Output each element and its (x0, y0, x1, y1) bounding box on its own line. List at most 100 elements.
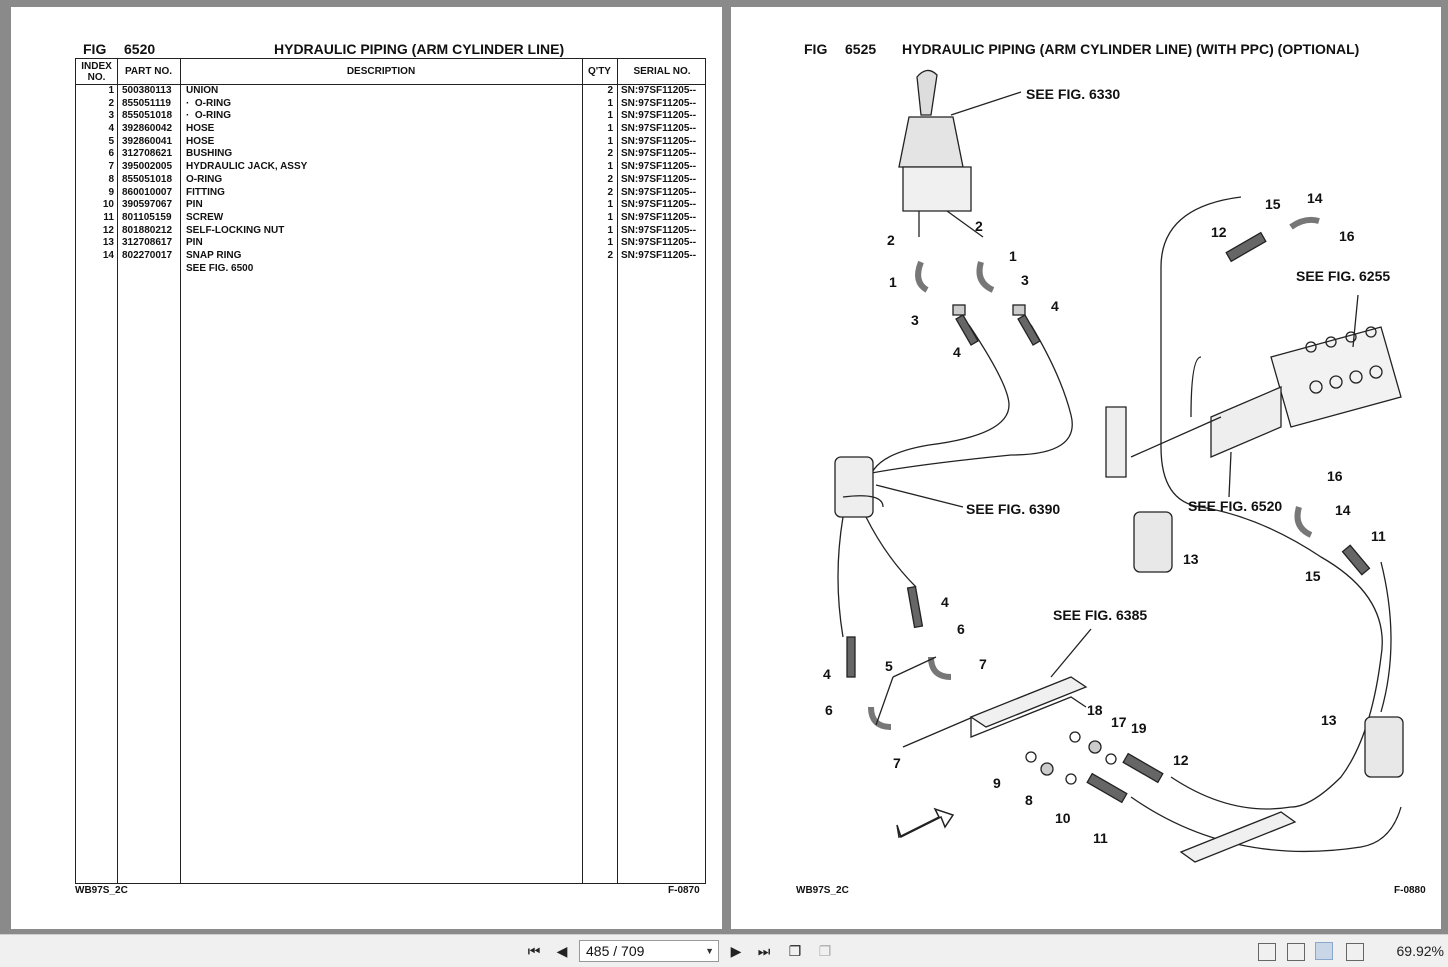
serial-cell: SN:97SF11205-- (621, 199, 697, 211)
header-index: INDEX NO. (81, 60, 112, 83)
see-fig-6520: SEE FIG. 6520 (1188, 498, 1282, 514)
serial-cell: SN:97SF11205-- (621, 97, 697, 109)
header-qty: Q'TY (588, 66, 611, 77)
qty-cell: 1 (607, 110, 613, 122)
callout-label: 5 (885, 658, 893, 674)
description-cell: O-RING (186, 173, 223, 185)
callout-label: 16 (1327, 468, 1343, 484)
qty-cell: 2 (607, 249, 613, 261)
serial-cell: SN:97SF11205-- (621, 123, 697, 135)
index-cell: 4 (108, 123, 114, 135)
part-no-cell: 855051018 (122, 110, 173, 122)
callout-label: 19 (1131, 720, 1147, 736)
page-copy-icon[interactable]: ❐ (788, 942, 802, 959)
serial-cell: SN:97SF11205-- (621, 249, 697, 261)
see-fig-6330: SEE FIG. 6330 (1026, 86, 1120, 102)
qty-cell: 1 (607, 135, 613, 147)
index-cell: 11 (103, 211, 114, 223)
index-cell: 5 (108, 135, 114, 147)
description-cell: PIN (186, 237, 203, 249)
see-fig-6390: SEE FIG. 6390 (966, 501, 1060, 517)
page-number-field[interactable]: 485 / 709 ▼ (579, 940, 719, 962)
callout-label: 4 (823, 666, 831, 682)
footer-model: WB97S_2C (796, 885, 849, 896)
index-cell: 1 (108, 85, 114, 96)
two-page-view-icon[interactable] (1315, 942, 1333, 960)
part-no-cell: 855051018 (122, 173, 173, 185)
callout-label: 17 (1111, 714, 1127, 730)
next-page-icon[interactable]: ▶ (730, 942, 742, 959)
two-page-continuous-view-icon[interactable] (1346, 943, 1364, 961)
index-cell: 10 (102, 199, 114, 211)
part-no-cell: 395002005 (122, 161, 173, 173)
callout-label: 3 (1021, 272, 1029, 288)
index-cell: 12 (102, 224, 114, 236)
viewer-toolbar: ⏮ ◀ 485 / 709 ▼ ▶ ⏭ ❐ ❐ 69.92% (0, 934, 1448, 967)
index-cell: 3 (108, 110, 114, 122)
description-cell: SCREW (186, 211, 224, 223)
part-no-cell: 801880212 (122, 224, 173, 236)
part-no-cell: 855051119 (122, 97, 171, 109)
first-page-icon[interactable]: ⏮ (527, 942, 541, 959)
description-cell: BUSHING (186, 148, 233, 160)
part-no-cell: 801105159 (122, 211, 172, 223)
description-cell: FITTING (186, 186, 225, 198)
single-page-view-icon[interactable] (1258, 943, 1276, 961)
callout-label: 12 (1211, 224, 1227, 240)
callout-label: 15 (1305, 568, 1321, 584)
description-cell: · O-RING (186, 97, 231, 109)
callout-label: 9 (993, 775, 1001, 791)
callout-label: 2 (975, 218, 983, 234)
fig-number: 6520 (124, 41, 156, 57)
ppc-joystick (898, 69, 984, 238)
prev-page-icon[interactable]: ◀ (556, 942, 568, 959)
callout-label: 1 (1009, 248, 1017, 264)
qty-cell: 2 (607, 148, 613, 160)
page-paste-icon[interactable]: ❐ (818, 942, 832, 959)
description-cell: SNAP RING (186, 249, 242, 261)
header-serial: SERIAL NO. (633, 66, 691, 77)
qty-cell: 1 (607, 199, 613, 211)
index-cell: 8 (108, 173, 114, 185)
description-cell: · O-RING (186, 110, 231, 122)
footer-page-code: F-0870 (668, 885, 700, 896)
table-row: 3 855051018 · O-RING 1 SN:97SF11205-- (76, 110, 705, 123)
callout-label: 18 (1087, 702, 1103, 718)
part-no-cell: 860010007 (122, 186, 173, 198)
callout-label: 13 (1321, 712, 1337, 728)
chevron-down-icon[interactable]: ▼ (705, 946, 714, 956)
serial-cell: SN:97SF11205-- (621, 211, 697, 223)
serial-cell: SN:97SF11205-- (621, 110, 697, 122)
fig-label: FIG (83, 41, 107, 57)
last-page-icon[interactable]: ⏭ (757, 942, 771, 959)
parts-table: INDEX NO. PART NO. DESCRIPTION Q'TY SERI… (75, 58, 706, 884)
page-title: HYDRAULIC PIPING (ARM CYLINDER LINE) (274, 41, 565, 57)
callout-label: 4 (941, 594, 949, 610)
callout-label: 7 (893, 755, 901, 771)
description-cell: HYDRAULIC JACK, ASSY (186, 161, 308, 173)
callout-label: 3 (911, 312, 919, 328)
serial-cell: SN:97SF11205-- (621, 186, 697, 198)
continuous-view-icon[interactable] (1287, 943, 1305, 961)
left-page: FIG 6520 HYDRAULIC PIPING (ARM CYLINDER … (11, 7, 722, 929)
serial-cell: SN:97SF11205-- (621, 224, 697, 236)
qty-cell: 2 (607, 85, 613, 96)
zoom-level[interactable]: 69.92% (1396, 943, 1444, 959)
index-cell: 14 (102, 249, 114, 261)
qty-cell: 1 (607, 123, 613, 135)
callout-label: 6 (825, 702, 833, 718)
callout-label: 7 (979, 656, 987, 672)
description-cell: UNION (186, 85, 219, 96)
page-title: HYDRAULIC PIPING (ARM CYLINDER LINE) (WI… (902, 41, 1360, 57)
serial-cell: SN:97SF11205-- (621, 173, 697, 185)
callout-label: 12 (1173, 752, 1189, 768)
